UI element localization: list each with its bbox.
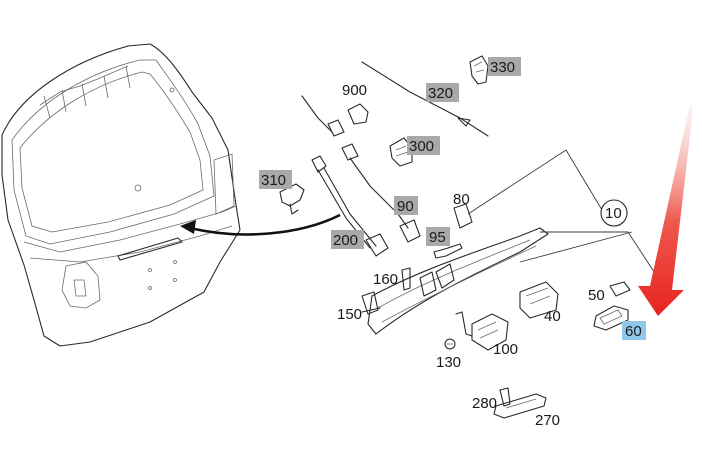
callout-200-text: 200 bbox=[333, 232, 358, 249]
callout-40: 40 bbox=[544, 308, 561, 325]
callout-10: 10 bbox=[605, 205, 622, 222]
harness-90 bbox=[341, 143, 421, 243]
callout-330-text: 330 bbox=[490, 59, 515, 76]
connector-80 bbox=[453, 149, 567, 229]
callout-80-text: 80 bbox=[453, 191, 470, 208]
callout-320: 320 bbox=[426, 83, 459, 102]
bracket-270 bbox=[493, 393, 547, 419]
callout-160: 160 bbox=[373, 271, 398, 288]
callout-50-text: 50 bbox=[588, 287, 605, 304]
callout-280: 280 bbox=[472, 395, 497, 412]
callout-270-text: 270 bbox=[535, 412, 560, 429]
callout-200: 200 bbox=[331, 230, 364, 249]
callout-310: 310 bbox=[259, 170, 292, 189]
callout-310-text: 310 bbox=[261, 172, 286, 189]
callout-90: 90 bbox=[394, 196, 418, 215]
callout-300: 300 bbox=[407, 136, 440, 155]
callout-130: 130 bbox=[436, 354, 461, 371]
callout-50: 50 bbox=[588, 287, 605, 304]
cable-320 bbox=[361, 61, 489, 137]
callout-80: 80 bbox=[453, 191, 470, 208]
callout-150-text: 150 bbox=[337, 306, 362, 323]
handle-bar-10 bbox=[367, 227, 549, 335]
callout-60: 60 bbox=[622, 321, 646, 340]
bolt-280 bbox=[499, 387, 511, 407]
callout-130-text: 130 bbox=[436, 354, 461, 371]
callout-90-text: 90 bbox=[397, 198, 414, 215]
callout-150: 150 bbox=[337, 306, 362, 323]
reference-arrow bbox=[180, 213, 341, 236]
tailgate-drawing bbox=[1, 43, 241, 347]
callout-900-text: 900 bbox=[342, 82, 367, 99]
callout-280-text: 280 bbox=[472, 395, 497, 412]
callout-circle-10 bbox=[600, 199, 628, 227]
callout-60-text: 60 bbox=[625, 323, 642, 340]
red-arrow bbox=[638, 104, 693, 316]
pin-95 bbox=[433, 243, 463, 259]
rubber-150 bbox=[361, 291, 381, 315]
callout-160-text: 160 bbox=[373, 271, 398, 288]
callout-330: 330 bbox=[488, 57, 521, 76]
callout-900: 900 bbox=[342, 82, 367, 99]
bracket-330 bbox=[469, 55, 489, 85]
bolt-160 bbox=[401, 267, 411, 291]
lamp-60 bbox=[593, 305, 629, 331]
callout-100: 100 bbox=[493, 341, 518, 358]
clip-300 bbox=[389, 137, 413, 167]
leader-lines-10 bbox=[519, 149, 659, 279]
clip-310 bbox=[279, 183, 305, 215]
callout-95-text: 95 bbox=[429, 229, 446, 246]
callout-300-text: 300 bbox=[409, 138, 434, 155]
actuator-100 bbox=[455, 311, 509, 351]
callout-320-text: 320 bbox=[428, 85, 453, 102]
bulb-50 bbox=[609, 281, 631, 297]
screw-130 bbox=[444, 338, 456, 350]
callout-270: 270 bbox=[535, 412, 560, 429]
callout-40-text: 40 bbox=[544, 308, 561, 325]
callout-95: 95 bbox=[426, 227, 450, 246]
switch-40 bbox=[519, 281, 559, 319]
wire-900 bbox=[301, 95, 369, 137]
callout-10-text: 10 bbox=[605, 205, 622, 222]
callout-100-text: 100 bbox=[493, 341, 518, 358]
